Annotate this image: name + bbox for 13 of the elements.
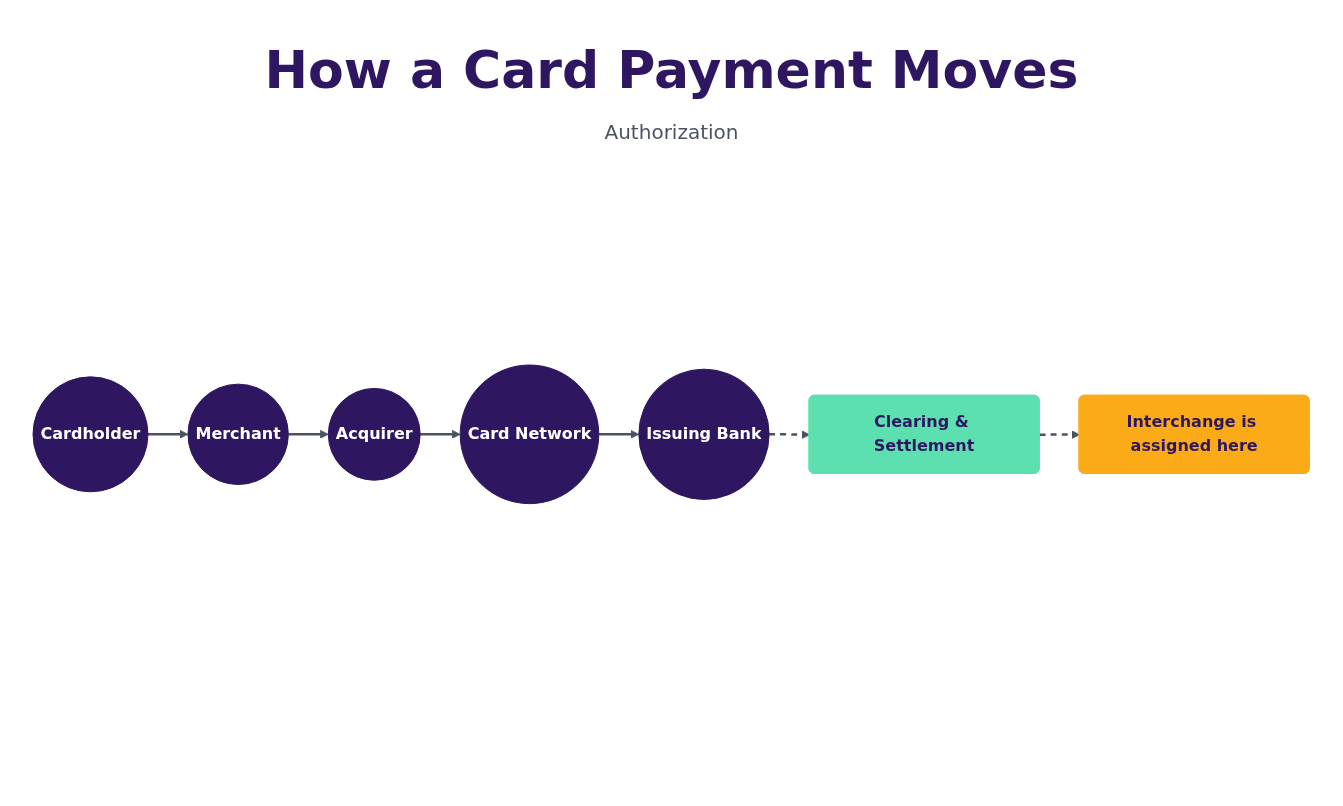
node-circle: Issuing Bank: [638, 368, 771, 500]
arrow: [420, 429, 461, 439]
node-circle: Merchant: [187, 383, 290, 485]
arrow: [148, 429, 189, 439]
node-circle: Acquirer: [328, 387, 422, 481]
bracket-label: Authorization: [604, 120, 739, 144]
arrow: [599, 429, 640, 439]
node-circle: Cardholder: [32, 376, 149, 492]
arrow: [769, 429, 811, 439]
arrow: [288, 429, 330, 439]
arrow: [1040, 429, 1081, 439]
diagram-title: How a Card Payment Moves: [263, 40, 1080, 100]
node-circle: Card Network: [460, 364, 600, 504]
